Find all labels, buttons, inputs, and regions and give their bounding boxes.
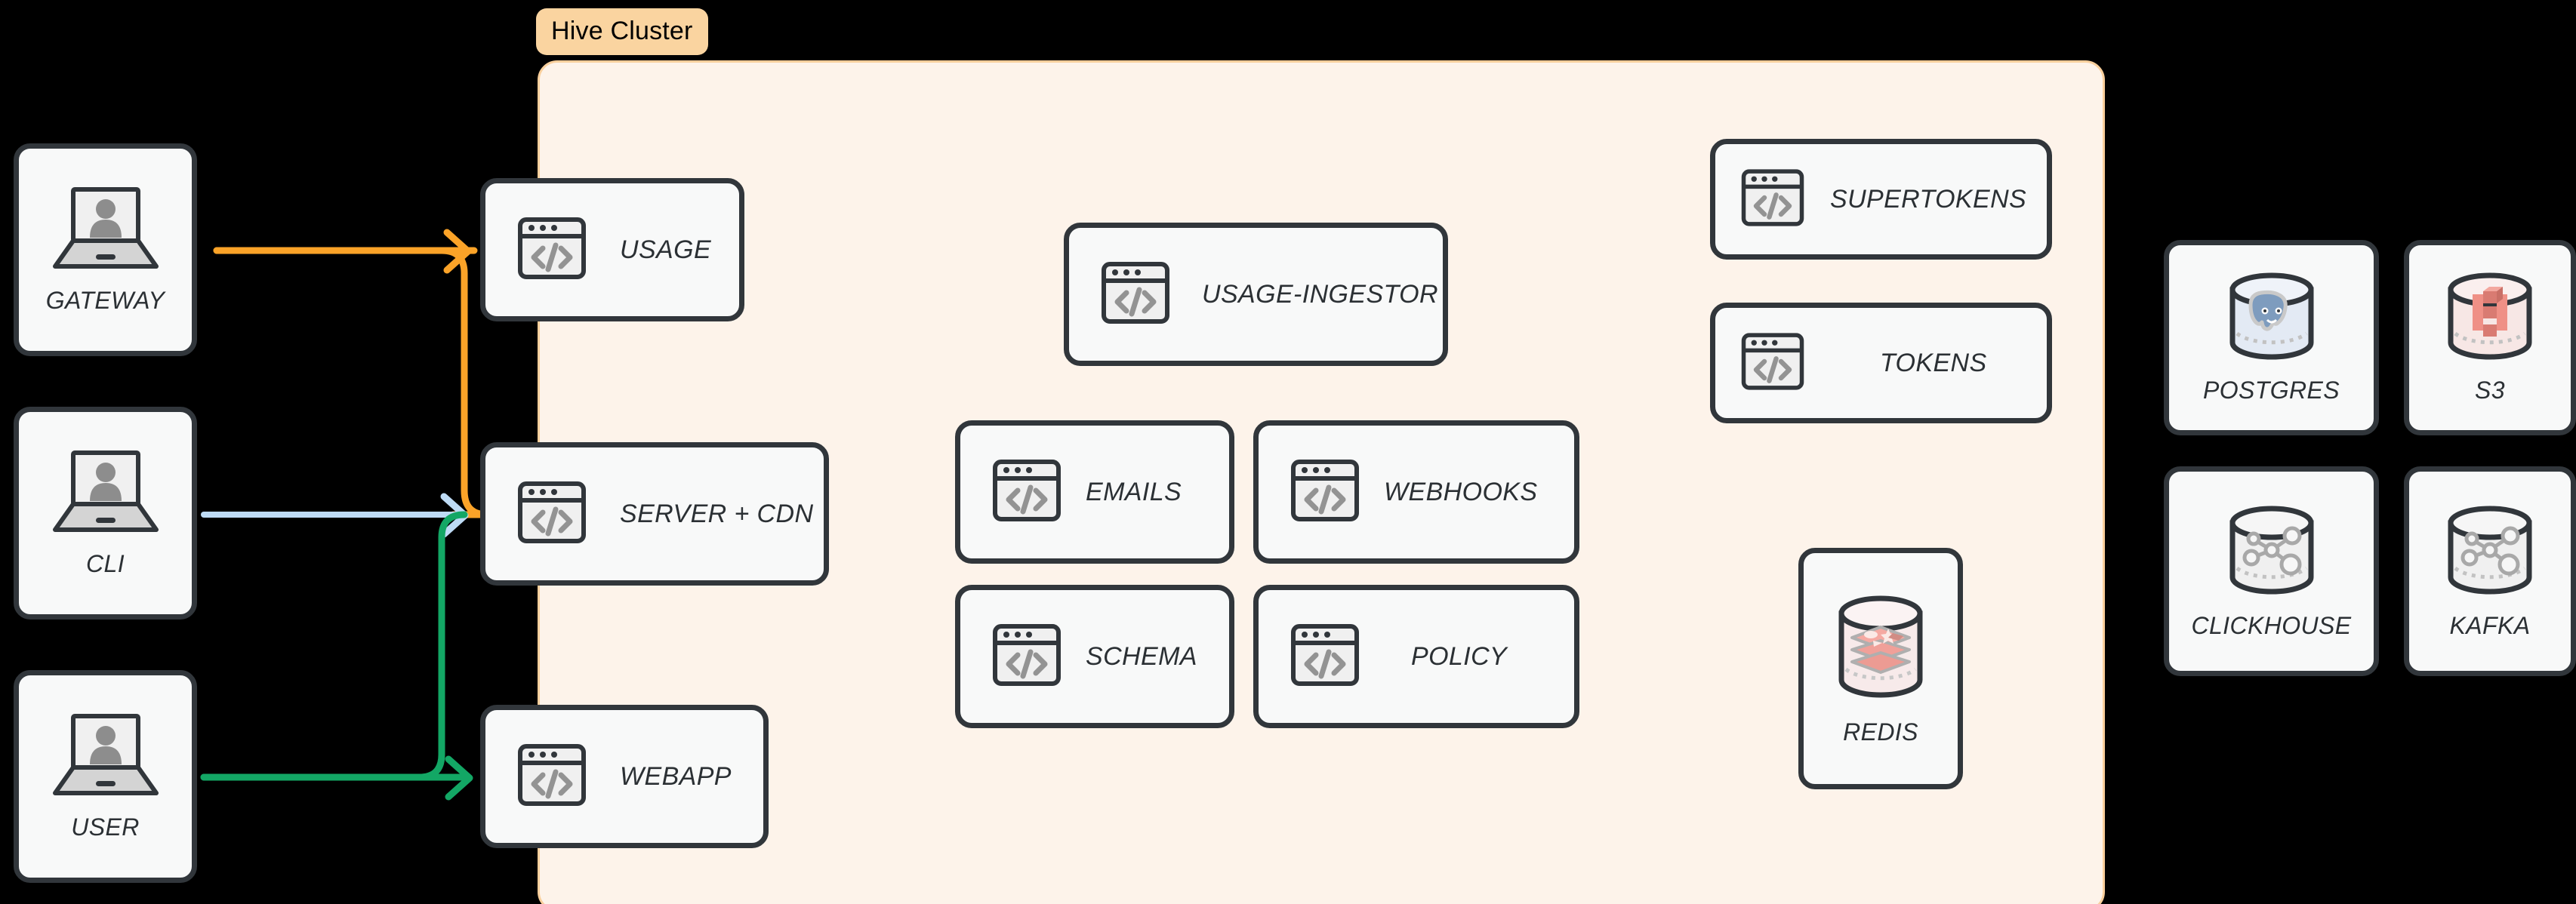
arrowhead-webapp-green bbox=[445, 755, 473, 801]
node-label: KAFKA bbox=[2449, 611, 2531, 639]
graph-cylinder-icon bbox=[2219, 503, 2325, 601]
node-webapp[interactable]: WEBAPP bbox=[480, 705, 769, 848]
node-user[interactable]: USER bbox=[14, 670, 197, 883]
code-window-icon bbox=[1739, 328, 1806, 398]
node-clickhouse[interactable]: CLICKHOUSE bbox=[2164, 466, 2379, 676]
node-label: USAGE bbox=[620, 235, 712, 264]
node-webhooks[interactable]: WEBHOOKS bbox=[1253, 420, 1579, 564]
laptop-user-icon bbox=[49, 448, 162, 540]
node-label: CLI bbox=[86, 550, 125, 577]
node-label: TOKENS bbox=[1880, 348, 1987, 377]
node-tokens[interactable]: TOKENS bbox=[1710, 303, 2052, 423]
node-usage-ingestor[interactable]: USAGE-INGESTOR bbox=[1064, 223, 1448, 366]
wire-user-to-server bbox=[200, 511, 468, 781]
laptop-user-icon bbox=[49, 185, 162, 276]
redis-cylinder-icon bbox=[1828, 591, 1934, 708]
node-label: EMAILS bbox=[1086, 477, 1182, 506]
code-window-icon bbox=[991, 454, 1063, 530]
graph-cylinder-icon bbox=[2437, 503, 2543, 601]
node-server-cdn[interactable]: SERVER + CDN bbox=[480, 442, 829, 586]
code-window-icon bbox=[1289, 454, 1361, 530]
node-label: SCHEMA bbox=[1086, 641, 1197, 671]
node-emails[interactable]: EMAILS bbox=[955, 420, 1234, 564]
wire-gateway-to-server bbox=[213, 247, 488, 518]
node-label: USAGE-INGESTOR bbox=[1202, 279, 1438, 309]
code-window-icon bbox=[1739, 165, 1806, 235]
node-label: S3 bbox=[2475, 376, 2505, 404]
node-label: REDIS bbox=[1843, 718, 1918, 746]
node-kafka[interactable]: KAFKA bbox=[2404, 466, 2576, 676]
node-label: WEBAPP bbox=[620, 761, 732, 791]
code-window-icon bbox=[516, 476, 588, 552]
arrowhead-server-blue bbox=[440, 493, 469, 538]
node-gateway[interactable]: GATEWAY bbox=[14, 143, 197, 356]
node-supertokens[interactable]: SUPERTOKENS bbox=[1710, 139, 2052, 260]
node-label: CLICKHOUSE bbox=[2191, 611, 2352, 639]
laptop-user-icon bbox=[49, 712, 162, 803]
hive-cluster-label: Hive Cluster bbox=[536, 8, 708, 55]
code-window-icon bbox=[1099, 257, 1172, 333]
node-s3[interactable]: S3 bbox=[2404, 240, 2576, 435]
node-postgres[interactable]: POSTGRES bbox=[2164, 240, 2379, 435]
node-cli[interactable]: CLI bbox=[14, 407, 197, 620]
postgres-cylinder-icon bbox=[2219, 272, 2325, 366]
code-window-icon bbox=[991, 619, 1063, 695]
node-label: GATEWAY bbox=[45, 287, 165, 314]
node-label: SERVER + CDN bbox=[620, 499, 814, 528]
node-schema[interactable]: SCHEMA bbox=[955, 585, 1234, 728]
s3-cylinder-icon bbox=[2437, 272, 2543, 366]
node-redis[interactable]: REDIS bbox=[1798, 548, 1963, 789]
arrowhead-usage-orange bbox=[443, 229, 472, 274]
node-label: USER bbox=[71, 813, 140, 841]
node-label: POSTGRES bbox=[2202, 376, 2340, 404]
code-window-icon bbox=[1289, 619, 1361, 695]
node-policy[interactable]: POLICY bbox=[1253, 585, 1579, 728]
node-label: SUPERTOKENS bbox=[1830, 184, 2027, 214]
node-label: WEBHOOKS bbox=[1384, 477, 1538, 506]
code-window-icon bbox=[516, 739, 588, 815]
node-label: POLICY bbox=[1411, 641, 1508, 671]
code-window-icon bbox=[516, 212, 588, 288]
node-usage[interactable]: USAGE bbox=[480, 178, 744, 321]
